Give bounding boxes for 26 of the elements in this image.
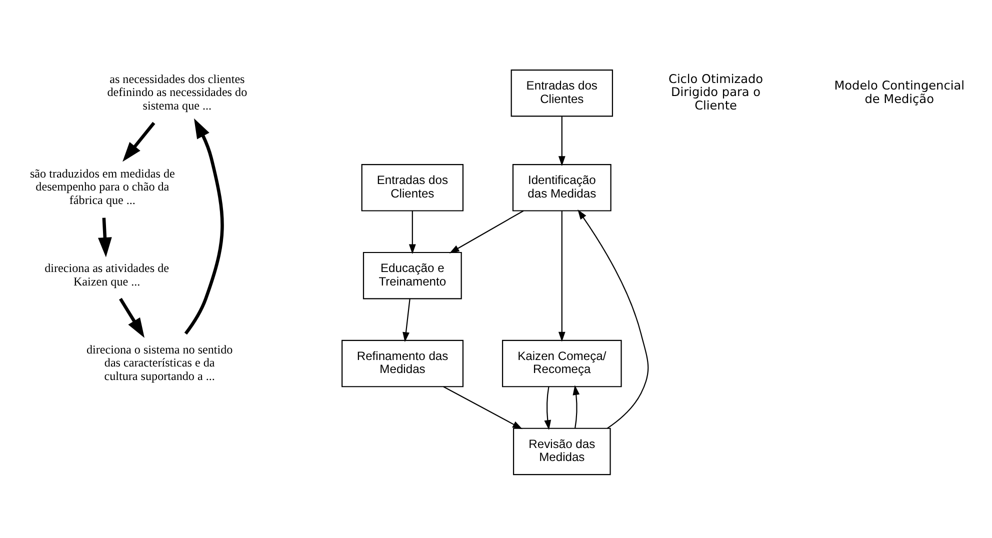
node-text: direciona as atividades de Kaizen que ... [44, 261, 169, 288]
arrow [118, 298, 144, 338]
node-box: Entradas dos Clientes [360, 164, 464, 212]
label: Modelo Contingencial de Medição [834, 78, 964, 106]
node-box: Identificação das Medidas [512, 164, 611, 212]
node-box: Kaizen Começa/ Recomeça [502, 340, 622, 388]
label: Ciclo Otimizado Dirigido para o Cliente [668, 72, 763, 112]
arrow [122, 122, 155, 162]
arrow [572, 385, 580, 428]
arrow [408, 210, 416, 254]
node-box: Revisão das Medidas [512, 428, 610, 476]
arrow [558, 116, 565, 166]
node-box: Entradas dos Clientes [510, 70, 613, 117]
arrow [184, 118, 224, 335]
arrow [442, 386, 522, 430]
node-text: são traduzidos em medidas de desempenho para o chão da fábrica que ... [29, 166, 174, 207]
arrow [402, 298, 410, 342]
arrow [448, 210, 524, 254]
node-text: as necessidades dos clientes definindo as necessidades do sistema que ... [106, 72, 247, 112]
arrow [577, 210, 648, 429]
node-box: Refinamento das Medidas [341, 340, 464, 388]
node-box: Educação e Treinamento [362, 252, 462, 300]
arrow [544, 386, 551, 430]
node-text: direciona o sistema no sentido das características e da cultura suportando a ... [86, 342, 232, 383]
arrow [98, 218, 112, 258]
arrow [558, 210, 565, 342]
